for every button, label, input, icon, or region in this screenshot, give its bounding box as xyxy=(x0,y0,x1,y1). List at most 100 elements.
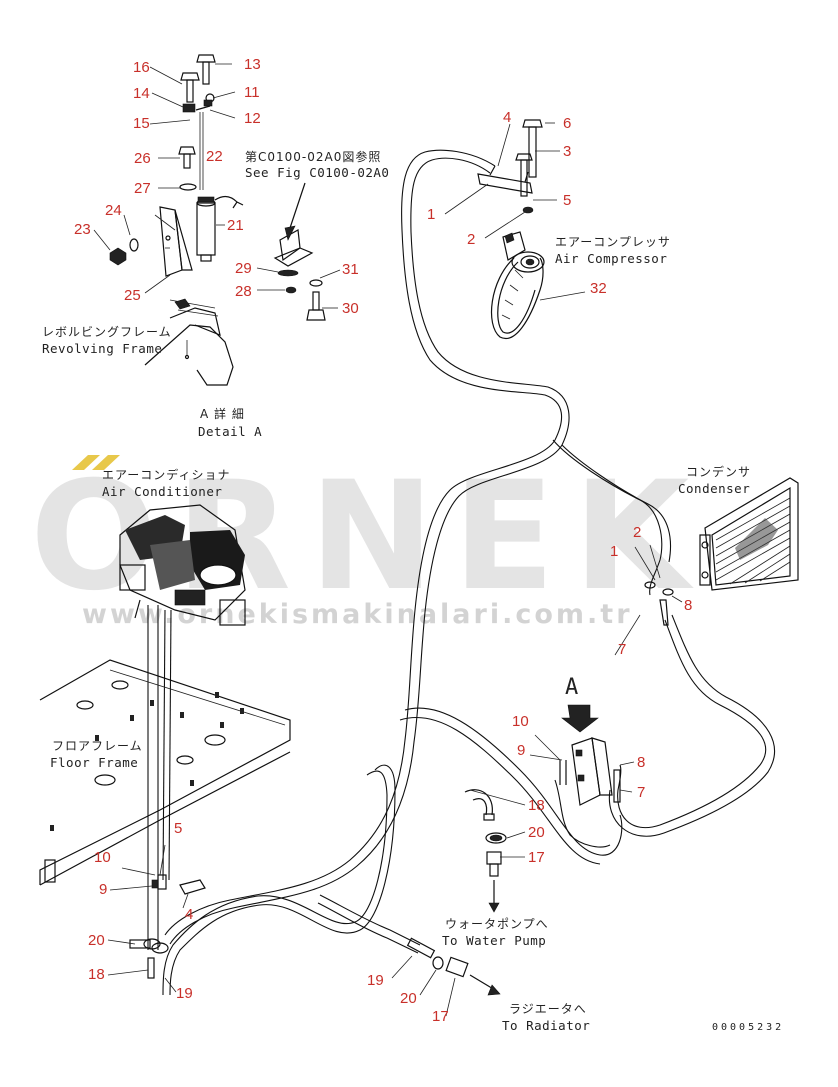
callout-8-view-a: 8 xyxy=(637,754,645,771)
callout-21: 21 xyxy=(227,217,244,234)
air-compressor xyxy=(477,119,545,340)
lower-left-clamps xyxy=(129,874,206,979)
callout-12: 12 xyxy=(244,110,261,127)
callout-18-left: 18 xyxy=(88,966,105,983)
callout-2-condenser: 2 xyxy=(633,524,641,541)
bracket-25-icon xyxy=(159,206,193,277)
callout-17-bottom: 17 xyxy=(432,1008,449,1025)
air-conditioner-jp: エアーコンディショナ xyxy=(102,467,230,482)
detail-a xyxy=(109,54,326,386)
text-labels: 第C0100-02A0図参照 See Fig C0100-02A0 レボルビング… xyxy=(42,149,781,1033)
callout-1-condenser: 1 xyxy=(610,543,618,560)
callout-6-top: 6 xyxy=(563,115,571,132)
condenser-en: Condenser xyxy=(678,481,750,496)
callout-23: 23 xyxy=(74,221,91,238)
callout-28: 28 xyxy=(235,283,252,300)
revolving-frame-detail xyxy=(144,298,234,386)
callout-17-middle: 17 xyxy=(528,849,545,866)
clip-11-icon xyxy=(203,93,215,107)
callout-9-view-a: 9 xyxy=(517,742,525,759)
refrigerant-hoses xyxy=(162,149,776,996)
view-a-arrow-icon xyxy=(561,704,599,733)
callout-16: 16 xyxy=(133,59,150,76)
callout-13: 13 xyxy=(244,56,261,73)
callout-22: 22 xyxy=(206,148,223,165)
fitting-17b-icon xyxy=(445,956,469,978)
detail-a-jp: A 詳 細 xyxy=(200,406,245,421)
bolt-16-icon xyxy=(180,72,200,103)
detail-a-en: Detail A xyxy=(198,424,262,439)
cylinder-21-icon xyxy=(196,196,216,262)
callout-11: 11 xyxy=(244,84,260,101)
callout-26: 26 xyxy=(134,150,151,167)
callout-30: 30 xyxy=(342,300,359,317)
radiator-jp: ラジエータへ xyxy=(509,1002,587,1016)
callout-4-left: 4 xyxy=(185,906,193,923)
water-pump-en: To Water Pump xyxy=(442,933,546,948)
floor-frame-jp: フロアフレーム xyxy=(52,739,143,753)
water-pump-jp: ウォータポンプへ xyxy=(445,917,549,931)
condenser-jp: コンデンサ xyxy=(686,464,751,479)
callout-31: 31 xyxy=(342,261,359,278)
leader-lines xyxy=(93,63,683,1017)
belt-32-icon xyxy=(490,257,544,340)
callout-15: 15 xyxy=(133,115,150,132)
revolving-frame-jp: レボルビングフレーム xyxy=(42,325,172,339)
air-conditioner xyxy=(119,504,246,950)
air-conditioner-en: Air Conditioner xyxy=(102,484,222,499)
callout-19-bottom: 19 xyxy=(367,972,384,989)
watermark-accent-icon xyxy=(72,455,100,470)
radiator-en: To Radiator xyxy=(502,1018,590,1033)
revolving-frame-en: Revolving Frame xyxy=(42,341,162,356)
callout-5-left: 5 xyxy=(174,820,182,837)
fitting-17-icon xyxy=(486,851,502,877)
bolt-26-icon xyxy=(178,146,196,169)
callout-2-top: 2 xyxy=(467,231,475,248)
clamp-20-icon xyxy=(485,832,507,844)
callout-10-view-a: 10 xyxy=(512,713,529,730)
callout-10-left: 10 xyxy=(94,849,111,866)
callout-19-left: 19 xyxy=(176,985,193,1002)
bracket-view-a-icon xyxy=(559,737,621,806)
condenser xyxy=(644,477,799,626)
bolt-6-icon xyxy=(522,119,543,178)
air-compressor-en: Air Compressor xyxy=(555,251,667,266)
bolt-13-icon xyxy=(196,54,216,85)
nut-23-icon xyxy=(109,247,127,266)
callout-20-left: 20 xyxy=(88,932,105,949)
view-a: A xyxy=(559,675,621,806)
callout-14: 14 xyxy=(133,85,150,102)
callout-20-middle: 20 xyxy=(528,824,545,841)
washer-27-icon xyxy=(179,183,197,191)
floor-frame xyxy=(39,659,291,886)
callout-5-top: 5 xyxy=(563,192,571,209)
water-pump-fittings xyxy=(432,789,507,996)
see-fig-jp: 第C0100-02A0図参照 xyxy=(245,149,381,164)
washer-24-icon xyxy=(129,238,139,252)
callout-8-condenser: 8 xyxy=(684,597,692,614)
callout-27: 27 xyxy=(134,180,151,197)
bolt-30-icon xyxy=(306,291,326,321)
see-fig-en: See Fig C0100-02A0 xyxy=(245,165,389,180)
callout-numbers: 16 13 14 11 15 12 26 22 27 24 21 23 25 2… xyxy=(74,56,692,1025)
compressor-body-icon xyxy=(502,231,545,273)
callout-9-left: 9 xyxy=(99,881,107,898)
callout-25: 25 xyxy=(124,287,141,304)
callout-32: 32 xyxy=(590,280,607,297)
callout-20-bottom: 20 xyxy=(400,990,417,1007)
bracket-29-icon xyxy=(273,229,323,294)
callout-24: 24 xyxy=(105,202,122,219)
callout-7-condenser: 7 xyxy=(618,641,626,658)
callout-1-top: 1 xyxy=(427,206,435,223)
callout-3-top: 3 xyxy=(563,143,571,160)
view-a-label: A xyxy=(565,675,579,700)
watermark-url: www.ornekismakinalari.com.tr xyxy=(82,599,633,630)
floor-frame-en: Floor Frame xyxy=(50,755,138,770)
see-fig-arrow-icon xyxy=(289,182,306,229)
bolt-3-icon xyxy=(515,153,533,197)
callout-4-top: 4 xyxy=(503,109,511,126)
callout-7-view-a: 7 xyxy=(637,784,645,801)
callout-18-middle: 18 xyxy=(528,797,545,814)
nut-14-icon xyxy=(182,103,196,113)
